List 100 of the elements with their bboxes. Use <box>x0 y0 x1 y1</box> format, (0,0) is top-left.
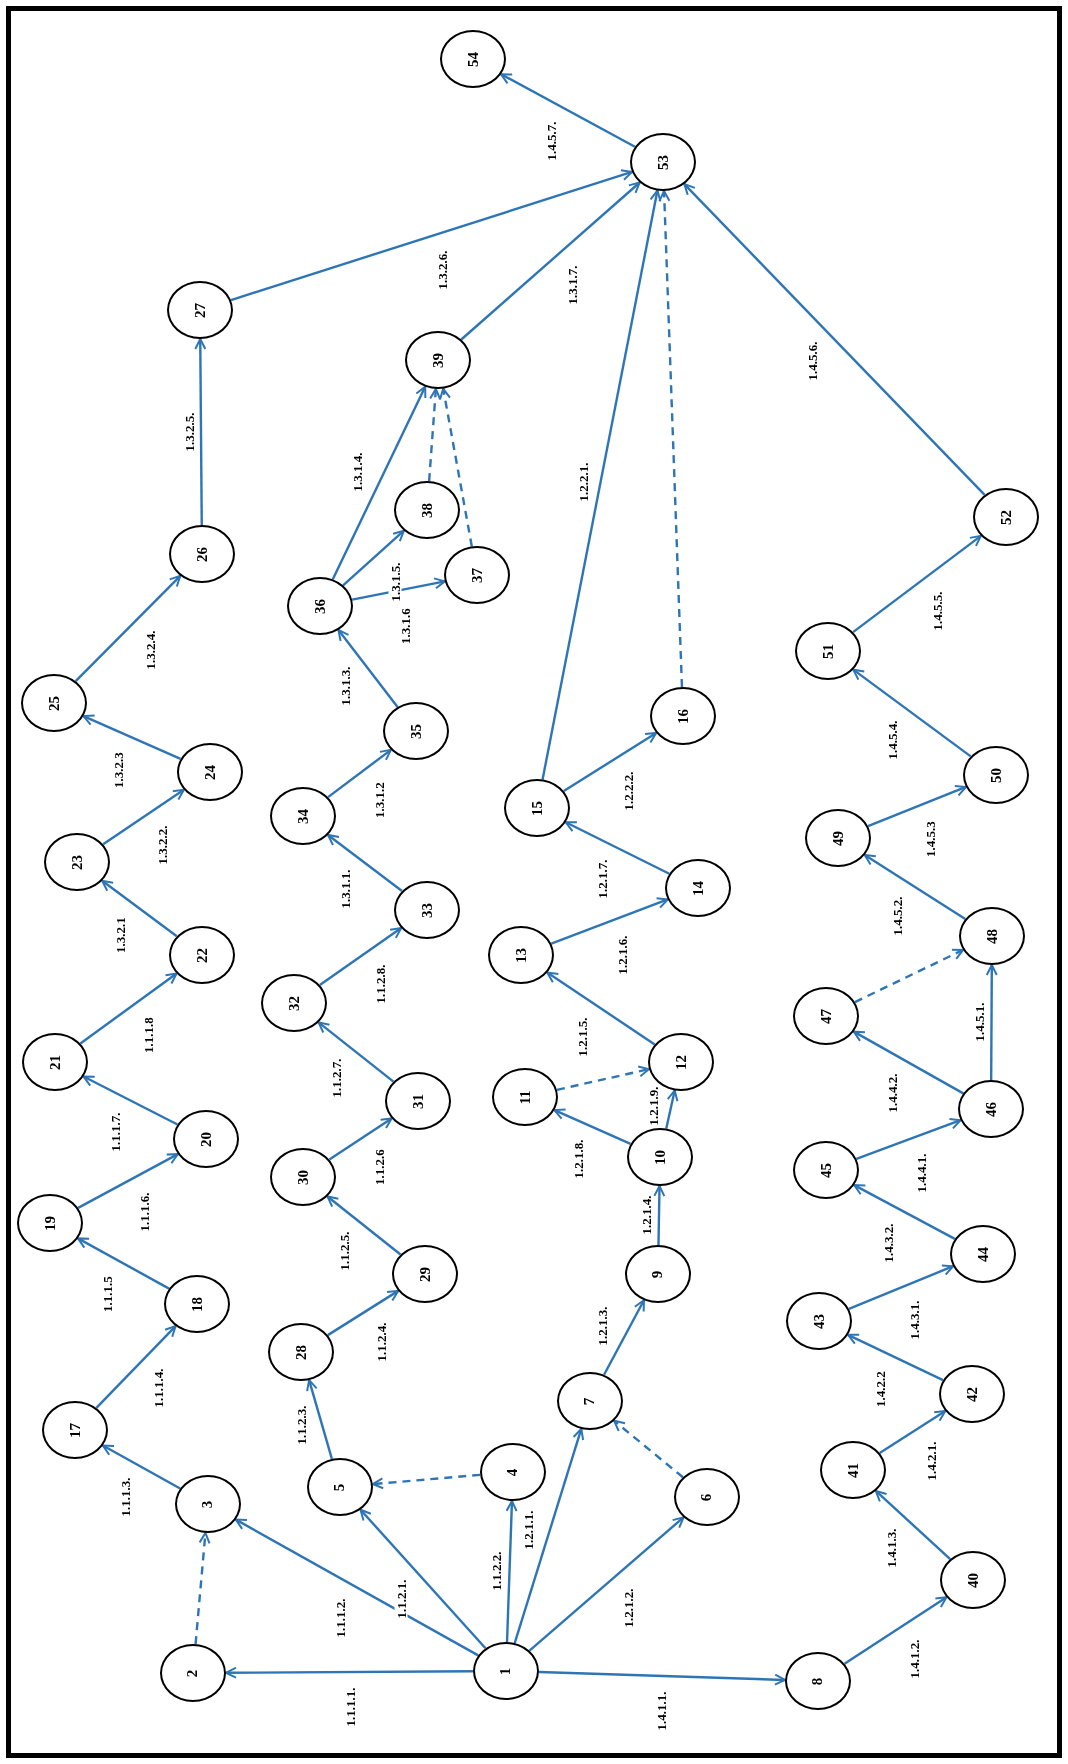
arrow <box>230 169 633 302</box>
arrow <box>683 183 986 496</box>
node-circle <box>44 833 110 891</box>
node-number: 11 <box>517 1089 533 1105</box>
arrow <box>319 927 403 986</box>
arrow <box>541 189 662 780</box>
node-number: 16 <box>675 708 691 724</box>
node-number: 19 <box>42 1215 58 1231</box>
node-number: 10 <box>652 1149 668 1165</box>
node-circle <box>394 881 460 939</box>
arrow <box>874 1489 951 1560</box>
node-circle <box>557 1372 623 1430</box>
node-number: 36 <box>312 598 328 614</box>
node-number: 15 <box>529 800 545 816</box>
dashed-arrow <box>194 1531 211 1645</box>
node-number: 35 <box>408 723 424 739</box>
arrow <box>867 785 967 828</box>
node-number: 42 <box>964 1386 980 1402</box>
node-number: 24 <box>202 764 218 780</box>
arrow <box>528 1516 685 1652</box>
node-circle <box>268 1323 334 1381</box>
arrow <box>101 879 178 938</box>
arrow <box>359 1508 487 1650</box>
dashed-arrow <box>556 1065 651 1091</box>
node-number: 4 <box>505 1468 521 1476</box>
node-circle <box>805 809 871 867</box>
dashed-arrow <box>658 190 684 688</box>
node-number: 29 <box>417 1266 433 1282</box>
node-number: 40 <box>965 1572 981 1588</box>
arrow <box>460 181 641 341</box>
node-number: 28 <box>293 1344 309 1360</box>
arrow <box>328 1117 393 1161</box>
node-number: 23 <box>69 854 85 870</box>
arrow <box>852 668 972 758</box>
node-circle <box>270 787 336 845</box>
node-circle <box>440 30 506 88</box>
arrow <box>653 1185 666 1246</box>
node-circle <box>950 1225 1016 1283</box>
node-circle <box>21 674 87 732</box>
arrow <box>337 629 399 708</box>
arrow <box>863 854 966 920</box>
node-number: 27 <box>192 302 208 318</box>
node-circle <box>650 687 716 745</box>
arrow <box>550 897 669 945</box>
arrow <box>306 1379 334 1460</box>
node-circle <box>793 1141 859 1199</box>
node-number: 49 <box>830 830 846 846</box>
arrow <box>603 1299 645 1376</box>
node-circle <box>473 1642 539 1700</box>
node-number: 18 <box>189 1296 205 1312</box>
arrow <box>102 788 185 846</box>
arrow <box>843 1596 948 1665</box>
node-number: 48 <box>984 928 1000 944</box>
node-circle <box>959 907 1025 965</box>
node-number: 26 <box>194 546 210 562</box>
arrow <box>538 1670 786 1686</box>
node-number: 13 <box>513 947 529 963</box>
node-number: 8 <box>810 1677 826 1685</box>
node-circle <box>665 859 731 917</box>
arrow <box>553 1108 632 1145</box>
node-number: 1 <box>498 1667 514 1675</box>
arrow <box>500 73 636 148</box>
arrow <box>317 1021 395 1083</box>
node-circle <box>492 1068 558 1126</box>
node-number: 47 <box>818 1008 834 1024</box>
node-circle <box>173 1110 239 1168</box>
node-number: 38 <box>419 502 435 518</box>
node-number: 30 <box>295 1169 311 1185</box>
arrow <box>74 574 182 682</box>
node-circle <box>169 525 235 583</box>
node-circle <box>627 1128 693 1186</box>
node-number: 41 <box>845 1462 861 1478</box>
arrow <box>327 833 403 892</box>
arrow <box>95 1325 177 1409</box>
node-circle <box>169 926 235 984</box>
node-circle <box>394 481 460 539</box>
arrow <box>665 1089 679 1129</box>
node-circle <box>630 133 696 191</box>
arrow <box>82 1075 178 1126</box>
node-circle <box>287 577 353 635</box>
node-circle <box>17 1194 83 1252</box>
arrow <box>101 1444 181 1490</box>
node-circle <box>488 926 554 984</box>
node-number: 5 <box>332 1483 348 1491</box>
node-number: 21 <box>47 1054 63 1070</box>
arrow <box>79 972 178 1045</box>
node-circle <box>261 974 327 1032</box>
node-circle <box>177 743 243 801</box>
node-number: 14 <box>690 880 706 896</box>
arrow <box>77 1153 179 1209</box>
node-number: 54 <box>465 51 481 67</box>
node-number: 32 <box>286 995 302 1011</box>
arrow <box>82 714 181 761</box>
node-number: 50 <box>988 767 1004 783</box>
node-circle <box>270 1148 336 1206</box>
arrow <box>564 821 670 875</box>
node-number: 34 <box>295 808 311 824</box>
node-circle <box>940 1551 1006 1609</box>
node-number: 39 <box>430 352 446 368</box>
arrow <box>856 1118 962 1160</box>
